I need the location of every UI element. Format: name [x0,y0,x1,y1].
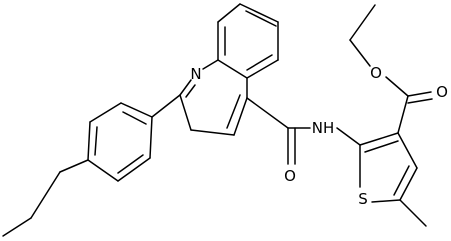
quinoline-benzo-ring [217,3,279,79]
carboxamide-group [246,97,361,165]
atom-label-ester-carbonyl-o: O [436,83,448,101]
ethyl-ester-group [349,4,433,134]
propylphenyl-group [2,94,181,237]
atom-label-ester-ether-o: O [370,64,382,82]
atom-label-quinoline-n: N [190,65,201,83]
atom-label-thiophene-s: S [358,190,368,208]
thiophene-ring [359,132,418,203]
quinoline-pyridine-ring [179,59,248,136]
methyl-group [399,199,427,227]
atom-label-amide-nh: NH [312,119,335,137]
atom-label-amide-o: O [284,167,296,185]
